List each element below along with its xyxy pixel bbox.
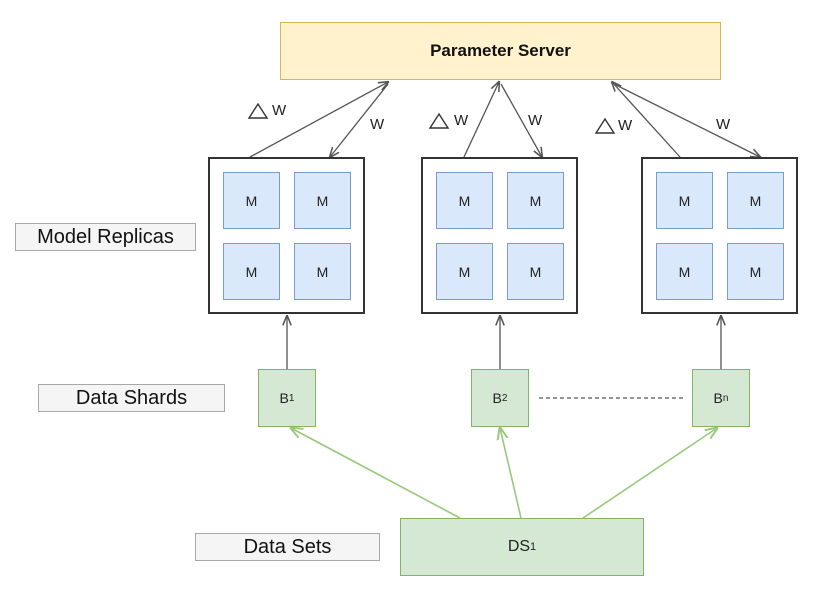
parameter-server: Parameter Server — [280, 22, 721, 80]
model-replica-1: M M M M — [208, 157, 365, 314]
w-label-3: W — [716, 116, 731, 133]
model-cell: M — [727, 243, 784, 300]
model-cell: M — [294, 172, 351, 229]
data-sets-text: Data Sets — [243, 535, 332, 558]
shard-subscript: 1 — [288, 392, 295, 404]
w-label-1: W — [370, 116, 385, 133]
w-arrow-2 — [500, 83, 542, 157]
delta-triangle-icon — [247, 102, 269, 119]
delta-w-arrow-1 — [249, 82, 388, 158]
model-cell: M — [223, 243, 280, 300]
delta-w-label-2: W — [454, 112, 469, 129]
model-cell: M — [507, 243, 564, 300]
dataset-base: DS — [507, 538, 531, 555]
ds-arrow-2 — [500, 428, 522, 519]
data-shards-text: Data Shards — [75, 386, 188, 409]
delta-triangle-icon — [428, 112, 450, 129]
model-cell: M — [727, 172, 784, 229]
delta-w-arrow-3 — [612, 82, 681, 158]
dataset-subscript: 1 — [530, 541, 537, 553]
shard-base: B — [492, 390, 502, 406]
model-cell: M — [223, 172, 280, 229]
model-cell: M — [294, 243, 351, 300]
model-replica-2: M M M M — [421, 157, 578, 314]
data-shards-label: Data Shards — [38, 384, 225, 412]
w-arrow-1 — [330, 83, 389, 157]
delta-w-label-3: W — [618, 117, 633, 134]
ds-arrow-1 — [291, 428, 461, 519]
model-cell: M — [507, 172, 564, 229]
model-replica-3: M M M M — [641, 157, 798, 314]
model-cell: M — [436, 243, 493, 300]
parameter-server-label: Parameter Server — [430, 41, 571, 60]
model-replicas-label: Model Replicas — [15, 223, 196, 251]
shard-base: B — [713, 390, 723, 406]
model-cell: M — [656, 172, 713, 229]
delta-w-arrow-2 — [463, 82, 499, 158]
ds-arrow-n — [582, 428, 717, 519]
w-arrow-3 — [613, 83, 760, 157]
delta-triangle-icon — [594, 117, 616, 134]
shard-subscript: 2 — [501, 392, 508, 404]
w-label-2: W — [528, 112, 543, 129]
shard-subscript: n — [722, 392, 729, 404]
data-sets-label: Data Sets — [195, 533, 380, 561]
delta-w-label-1: W — [272, 102, 287, 119]
model-cell: M — [656, 243, 713, 300]
model-cell: M — [436, 172, 493, 229]
model-replicas-text: Model Replicas — [37, 225, 174, 248]
shard-base: B — [279, 390, 289, 406]
